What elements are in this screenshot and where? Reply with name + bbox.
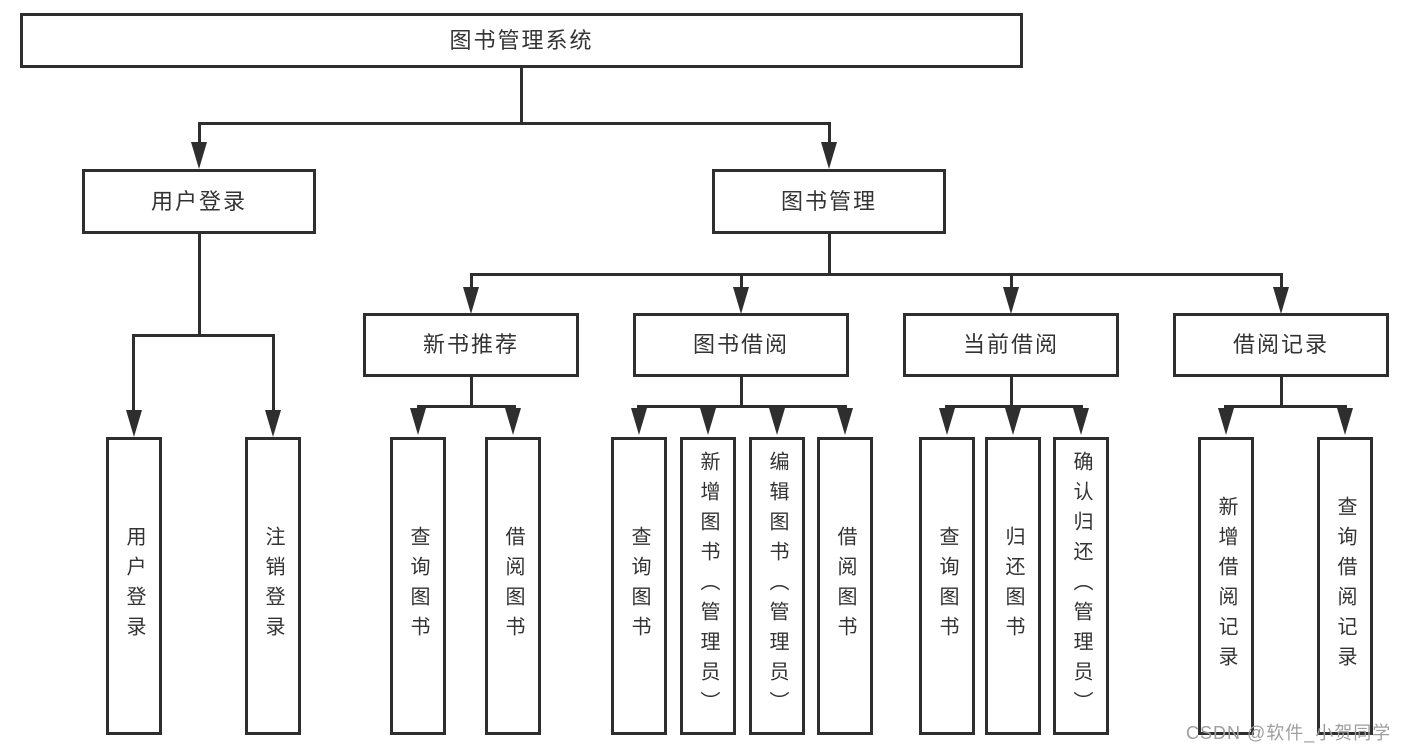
- connector-line: [132, 334, 135, 413]
- connector-line: [1280, 273, 1283, 291]
- arrow-down-icon: [1337, 408, 1353, 435]
- arrow-down-icon: [1073, 408, 1089, 435]
- arrow-down-icon: [505, 408, 521, 435]
- leaf-recommend-query-books: 查询图书: [390, 437, 446, 735]
- connector-line: [740, 273, 743, 291]
- arrow-down-icon: [939, 408, 955, 435]
- leaf-recommend-borrow-books: 借阅图书: [485, 437, 541, 735]
- arrow-down-icon: [837, 408, 853, 435]
- arrow-down-icon: [821, 142, 837, 169]
- arrow-down-icon: [463, 287, 479, 314]
- connector-line: [470, 273, 1283, 276]
- arrow-down-icon: [769, 408, 785, 435]
- csdn-watermark: CSDN @软件_小贺同学: [1186, 723, 1392, 743]
- node-current-borrow: 当前借阅: [903, 313, 1119, 377]
- connector-line: [1224, 405, 1347, 408]
- connector-line: [828, 234, 831, 273]
- connector-line: [1010, 273, 1013, 291]
- arrow-down-icon: [1003, 287, 1019, 314]
- connector-line: [198, 234, 201, 334]
- connector-line: [637, 405, 847, 408]
- leaf-logout-login: 注销登录: [245, 437, 301, 735]
- leaf-current-query-books: 查询图书: [919, 437, 975, 735]
- connector-line: [132, 334, 275, 337]
- connector-line: [470, 377, 473, 408]
- connector-line: [198, 122, 201, 146]
- leaf-confirm-return-admin: 确认归还（管理员）: [1053, 437, 1109, 735]
- connector-line: [470, 273, 473, 291]
- connector-line: [945, 405, 1083, 408]
- leaf-add-borrow-record: 新增借阅记录: [1198, 437, 1254, 735]
- connector-line: [828, 122, 831, 146]
- leaf-query-borrow-record: 查询借阅记录: [1317, 437, 1373, 735]
- arrow-down-icon: [1005, 408, 1021, 435]
- leaf-user-login: 用户登录: [106, 437, 162, 735]
- connector-line: [417, 405, 516, 408]
- node-root-library-management-system: 图书管理系统: [20, 13, 1023, 68]
- connector-line: [740, 377, 743, 408]
- connector-line: [272, 334, 275, 413]
- arrow-down-icon: [733, 287, 749, 314]
- node-borrow-record: 借阅记录: [1173, 313, 1389, 377]
- connector-line: [1280, 377, 1283, 408]
- arrow-down-icon: [265, 410, 281, 437]
- arrow-down-icon: [1218, 408, 1234, 435]
- node-book-management: 图书管理: [712, 169, 946, 234]
- leaf-add-books-admin: 新增图书（管理员）: [680, 437, 736, 735]
- leaf-return-books: 归还图书: [985, 437, 1041, 735]
- arrow-down-icon: [1273, 287, 1289, 314]
- node-book-borrow: 图书借阅: [633, 313, 849, 377]
- arrow-down-icon: [191, 142, 207, 169]
- leaf-borrow-query-books: 查询图书: [611, 437, 667, 735]
- arrow-down-icon: [126, 410, 142, 437]
- node-new-book-recommend: 新书推荐: [363, 313, 579, 377]
- arrow-down-icon: [631, 408, 647, 435]
- connector-line: [198, 122, 831, 125]
- leaf-borrow-books: 借阅图书: [817, 437, 873, 735]
- arrow-down-icon: [700, 408, 716, 435]
- node-user-login: 用户登录: [82, 169, 316, 234]
- arrow-down-icon: [410, 408, 426, 435]
- leaf-edit-books-admin: 编辑图书（管理员）: [749, 437, 805, 735]
- connector-line: [1010, 377, 1013, 408]
- connector-line: [520, 68, 523, 122]
